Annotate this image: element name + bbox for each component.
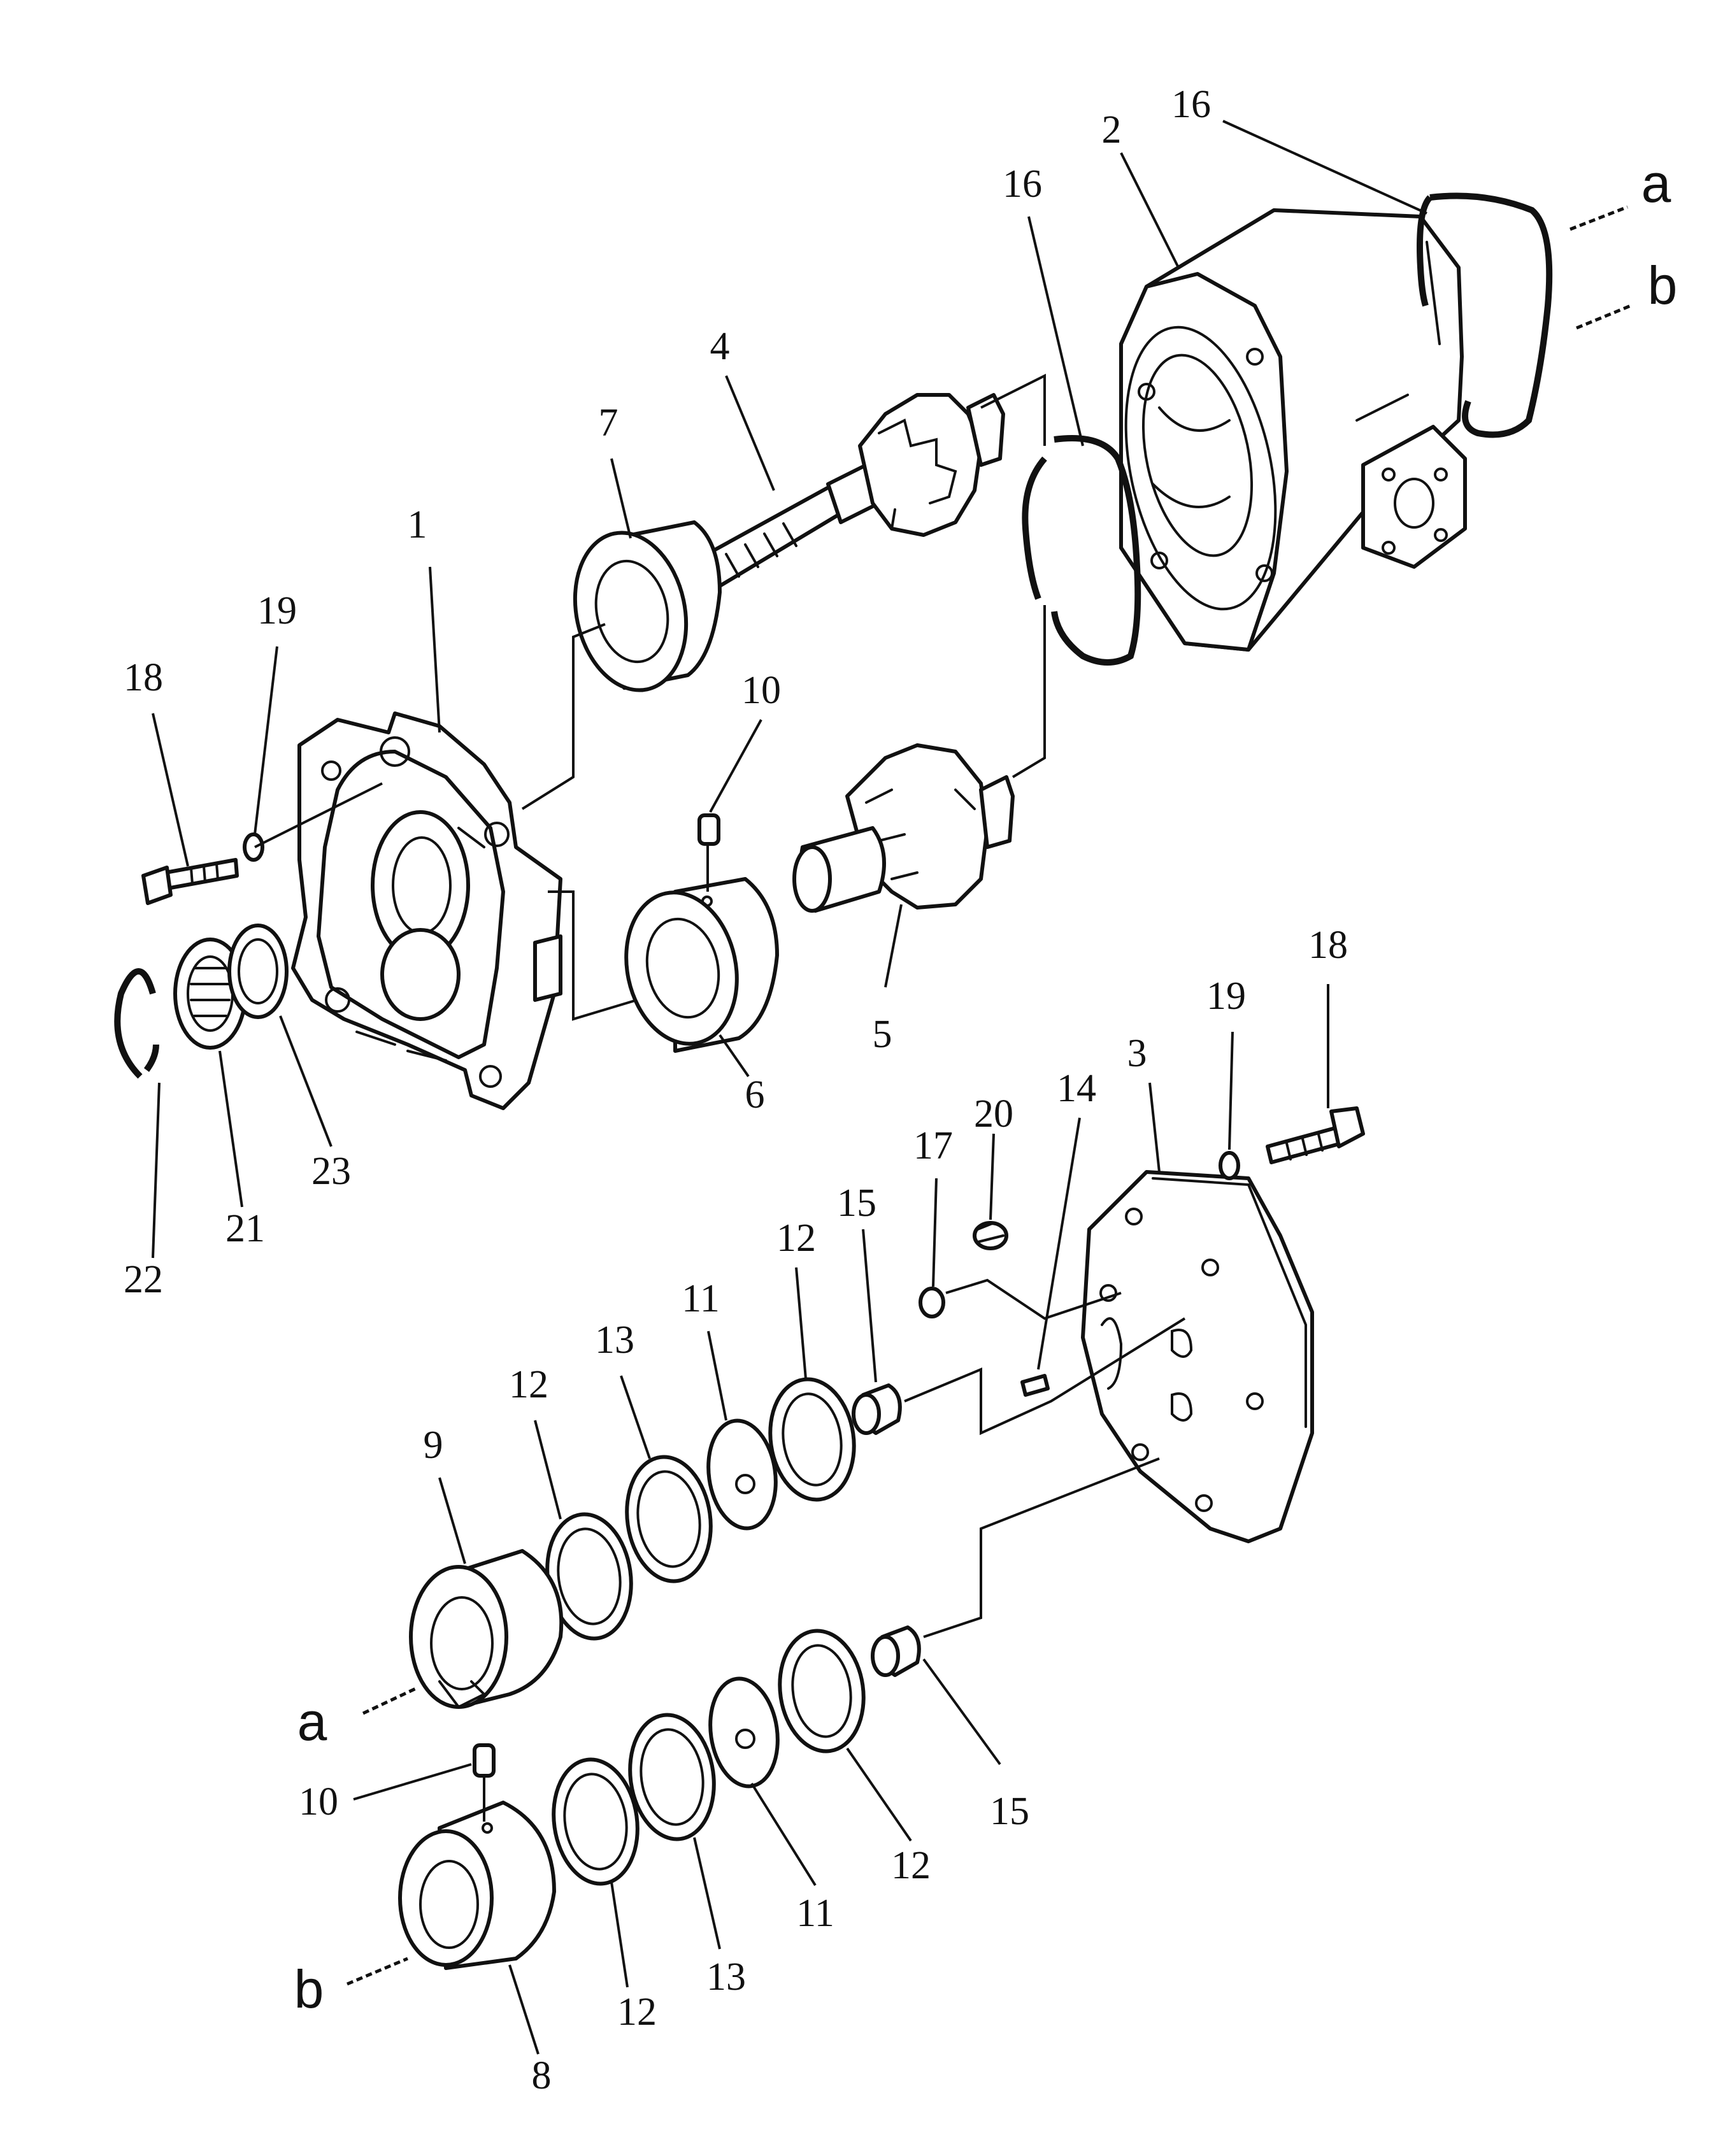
o-ring-17 [919, 1287, 945, 1318]
dowel-pin-lower [473, 1743, 496, 1778]
pump-body [1119, 208, 1467, 652]
callout-6: 6 [745, 1073, 765, 1117]
callout-19-left: 19 [257, 589, 297, 632]
seal-ring-12-c [778, 1629, 866, 1753]
backup-ring-13-b [628, 1713, 716, 1841]
callout-4: 4 [710, 325, 730, 368]
callout-18-right: 18 [1308, 924, 1348, 967]
bushing-upper [573, 520, 722, 692]
seal-ring-upper [1417, 192, 1553, 438]
leader-lines [152, 120, 1427, 2055]
connector-arrows [347, 205, 1631, 1986]
bolt-right [1266, 1106, 1365, 1164]
connector-b-top: b [1648, 255, 1678, 315]
callout-5: 5 [873, 1013, 892, 1056]
callout-labels: 1 2 3 4 5 6 7 8 9 10 10 11 11 12 12 12 1… [124, 83, 1348, 2097]
flange-8 [398, 1801, 556, 1970]
seal-ring-12-a [768, 1377, 856, 1502]
callout-22: 22 [124, 1258, 163, 1301]
callout-12-upper-right: 12 [776, 1217, 816, 1260]
front-cover [291, 711, 562, 1110]
washer-left [243, 832, 264, 862]
connector-letters: a b a b [294, 153, 1678, 2019]
washer-right [1219, 1151, 1240, 1180]
callout-15-upper: 15 [837, 1182, 876, 1225]
callout-10-upper: 10 [741, 669, 781, 712]
callout-18-left: 18 [124, 656, 163, 699]
callout-23: 23 [311, 1150, 351, 1193]
callout-16-lower: 16 [1003, 162, 1042, 206]
seal-ring-lower [1022, 435, 1141, 666]
rear-cover [1081, 1170, 1314, 1543]
callout-2: 2 [1102, 108, 1122, 152]
connector-a-bottom: a [297, 1692, 327, 1752]
drive-shaft-gear [705, 393, 1005, 588]
plug-15-lower [871, 1625, 921, 1677]
connector-b-bottom: b [294, 1959, 324, 2019]
bolt-left [141, 858, 239, 905]
callout-13-upper: 13 [595, 1318, 634, 1362]
callout-16-upper: 16 [1171, 83, 1211, 126]
seal-ring-12-d [552, 1757, 640, 1886]
pin-14 [1020, 1374, 1050, 1397]
flange-9 [409, 1549, 564, 1709]
callout-7: 7 [599, 401, 618, 445]
callout-12-upper-left: 12 [509, 1363, 548, 1406]
plate-11-b [708, 1676, 780, 1788]
callout-21: 21 [225, 1207, 265, 1250]
plug-15-upper [852, 1383, 902, 1435]
callout-1: 1 [408, 503, 427, 546]
callout-11-upper: 11 [682, 1277, 720, 1320]
snap-ring-22 [114, 968, 159, 1079]
callout-12-lower-right: 12 [891, 1844, 931, 1887]
callout-20: 20 [974, 1092, 1013, 1136]
dowel-pin-upper [697, 813, 720, 846]
callout-13-lower: 13 [706, 1955, 746, 1999]
callout-19-right: 19 [1206, 974, 1246, 1018]
seal-23 [227, 924, 289, 1019]
callout-10-lower: 10 [299, 1780, 338, 1824]
assembly-guide-lines [254, 373, 1186, 1822]
bushing-lower [624, 877, 779, 1053]
callout-14: 14 [1057, 1067, 1096, 1110]
callout-17: 17 [913, 1124, 953, 1167]
callout-3: 3 [1127, 1032, 1147, 1075]
plug-20 [973, 1221, 1008, 1250]
callout-11-lower: 11 [796, 1892, 834, 1935]
backup-ring-13-a [625, 1455, 713, 1583]
plate-11-a [706, 1418, 778, 1531]
connector-a-top: a [1641, 153, 1671, 213]
driven-gear [792, 743, 1015, 913]
seal-ring-12-b [545, 1512, 633, 1641]
callout-8: 8 [532, 2054, 552, 2097]
callout-15-lower: 15 [990, 1790, 1029, 1833]
callout-12-lower-left: 12 [617, 1990, 657, 2034]
callout-9: 9 [424, 1424, 443, 1467]
